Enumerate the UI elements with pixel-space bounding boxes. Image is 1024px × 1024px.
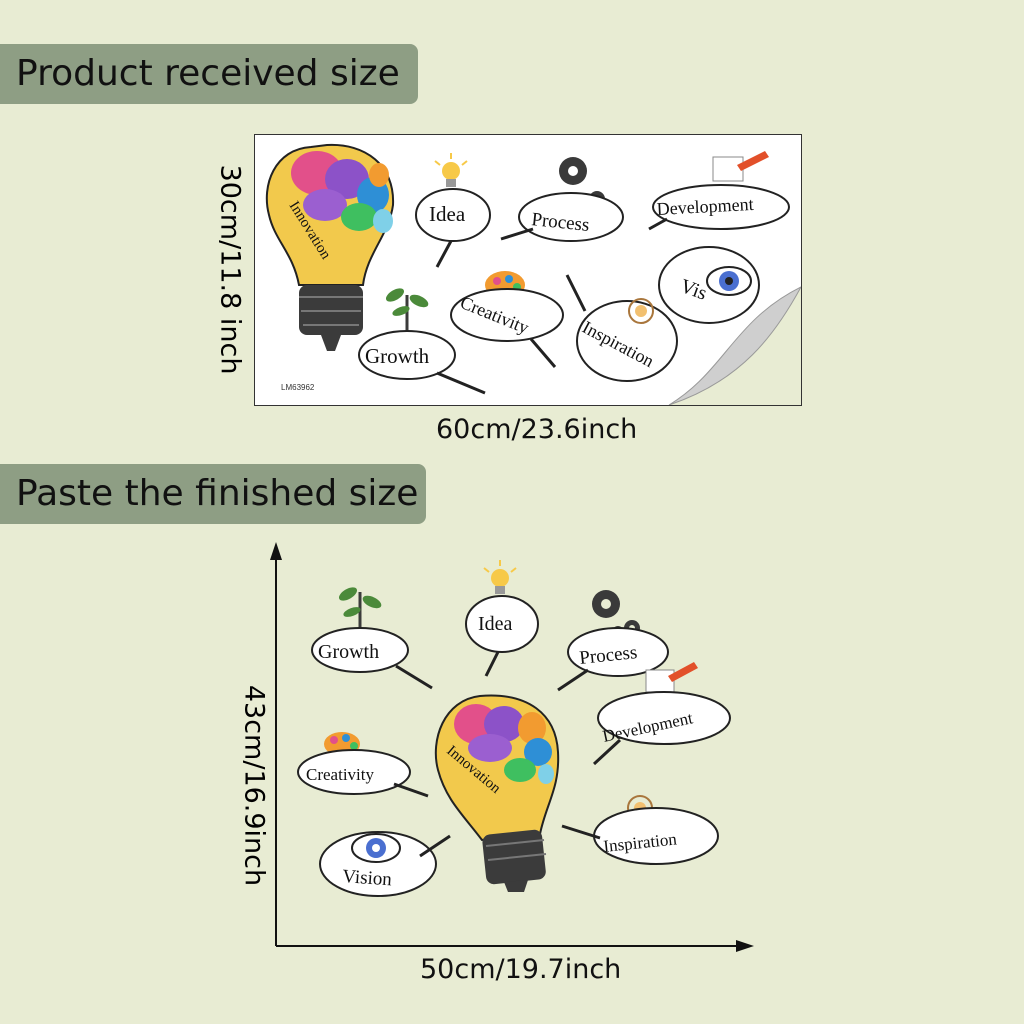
head-brain-icon [628,298,654,324]
inspiration-sticker: Inspiration [561,795,719,865]
development-sticker: Development [592,662,731,766]
creativity-sticker: Creativity [450,271,564,368]
dimension-axes [270,542,754,952]
idea-label: Idea [429,202,466,226]
inspiration-sticker: Inspiration [565,274,678,382]
growth-label: Growth [318,641,379,663]
sheet-artwork: Innovation Idea [265,143,801,405]
idea-sticker: Idea [465,560,539,677]
bulb-icon [434,694,560,892]
sprout-icon [338,587,382,634]
creativity-label: Creativity [306,765,374,784]
finished-height-label: 43cm/16.9inch [238,684,270,887]
sprout-icon [385,288,429,331]
creativity-sticker: Creativity [297,732,429,798]
received-size-heading: Product received size [0,44,418,104]
idea-sticker: Idea [415,153,491,268]
growth-sticker: Growth [311,587,433,690]
page-curl [668,286,801,405]
finished-width-label: 50cm/19.7inch [420,954,622,985]
development-sticker: Development [648,151,790,231]
bulb-icon [265,143,395,351]
sticker-sheet: Innovation Idea [254,134,802,406]
idea-label: Idea [478,613,513,635]
lightbulb-icon [483,560,517,594]
vision-sticker: Vis [658,246,760,324]
vision-sticker: Vision [319,831,451,897]
process-sticker: Process [500,157,624,242]
vision-label: Vision [342,866,393,890]
sheet-width-label: 60cm/23.6inch [436,414,638,445]
process-sticker: Process [557,590,669,692]
pencil-paper-icon [712,151,769,182]
finished-size-heading: Paste the finished size [0,464,426,524]
eye-icon [351,833,401,863]
growth-label: Growth [365,344,430,368]
pencil-paper-icon [645,662,698,693]
eye-icon [706,266,752,296]
growth-sticker: Growth [358,288,486,395]
sku-label: LM63962 [281,383,315,392]
lightbulb-icon [434,153,468,187]
